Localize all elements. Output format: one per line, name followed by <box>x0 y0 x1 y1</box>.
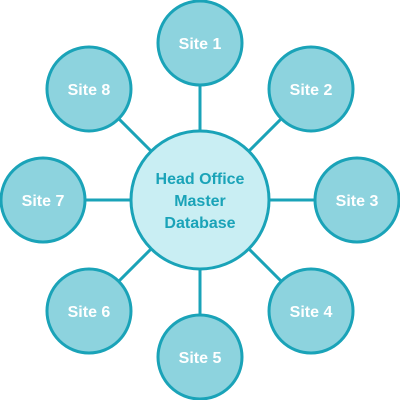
site-node-7: Site 7 <box>0 156 87 244</box>
site-circle <box>45 45 133 133</box>
site-circle <box>313 156 400 244</box>
center-label-line: Head Office <box>156 171 245 188</box>
site-circle <box>0 156 87 244</box>
site-node-8: Site 8 <box>45 45 133 133</box>
site-label: Site 6 <box>68 304 111 321</box>
site-label: Site 2 <box>290 82 333 99</box>
center-label-line: Database <box>164 215 235 232</box>
center-circle <box>129 129 271 271</box>
site-label: Site 7 <box>22 193 65 210</box>
site-node-3: Site 3 <box>313 156 400 244</box>
site-circle <box>156 313 244 400</box>
site-circle <box>267 45 355 133</box>
site-node-2: Site 2 <box>267 45 355 133</box>
site-circle <box>156 0 244 87</box>
site-node-6: Site 6 <box>45 267 133 355</box>
site-label: Site 5 <box>179 350 222 367</box>
site-node-4: Site 4 <box>267 267 355 355</box>
site-label: Site 8 <box>68 82 111 99</box>
site-label: Site 4 <box>290 304 333 321</box>
site-circle <box>45 267 133 355</box>
site-label: Site 3 <box>336 193 379 210</box>
site-circle <box>267 267 355 355</box>
site-label: Site 1 <box>179 36 222 53</box>
center-label-line: Master <box>174 193 226 210</box>
site-node-1: Site 1 <box>156 0 244 87</box>
site-node-5: Site 5 <box>156 313 244 400</box>
